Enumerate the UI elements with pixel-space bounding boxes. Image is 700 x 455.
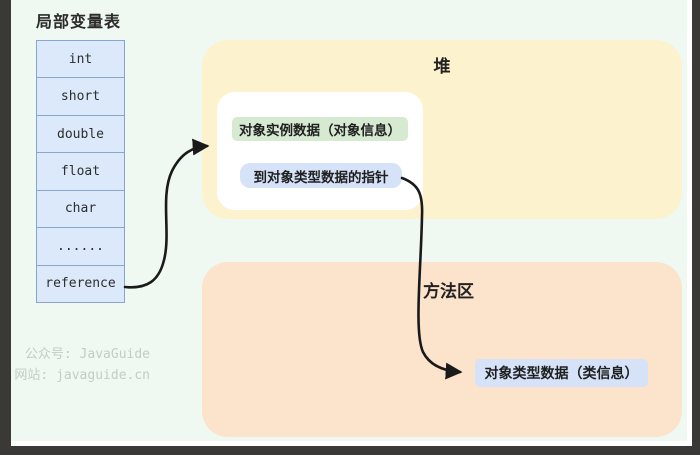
object-type-data-label: 对象类型数据（类信息） (475, 359, 648, 387)
heap-region: 堆 对象实例数据（对象信息） 到对象类型数据的指针 (202, 40, 682, 219)
watermark-line2: 网站: javaguide.cn (14, 368, 150, 383)
watermark: 公众号: JavaGuide 网站: javaguide.cn (10, 344, 150, 386)
watermark-line1: 公众号: JavaGuide (24, 347, 150, 362)
object-instance-data-label: 对象实例数据（对象信息） (232, 117, 408, 141)
table-row-double: double (37, 116, 124, 154)
method-area-title: 方法区 (423, 282, 474, 302)
pointer-to-type-data-label: 到对象类型数据的指针 (240, 163, 402, 188)
table-row-char: char (37, 191, 124, 229)
local-variable-table: int short double float char ...... refer… (36, 40, 125, 303)
window-frame-right (692, 0, 700, 455)
table-row-float: float (37, 153, 124, 191)
table-row-short: short (37, 78, 124, 116)
table-row-int: int (37, 41, 124, 79)
table-row-reference: reference (45, 276, 116, 292)
table-row-ellipsis: ...... (37, 228, 124, 266)
method-area-region: 方法区 对象类型数据（类信息） (202, 262, 682, 437)
local-variable-table-title: 局部变量表 (36, 12, 122, 31)
window-frame-bottom (0, 446, 700, 455)
window-frame-left (0, 0, 11, 455)
object-box: 对象实例数据（对象信息） 到对象类型数据的指针 (217, 92, 423, 210)
heap-title: 堆 (433, 57, 451, 77)
